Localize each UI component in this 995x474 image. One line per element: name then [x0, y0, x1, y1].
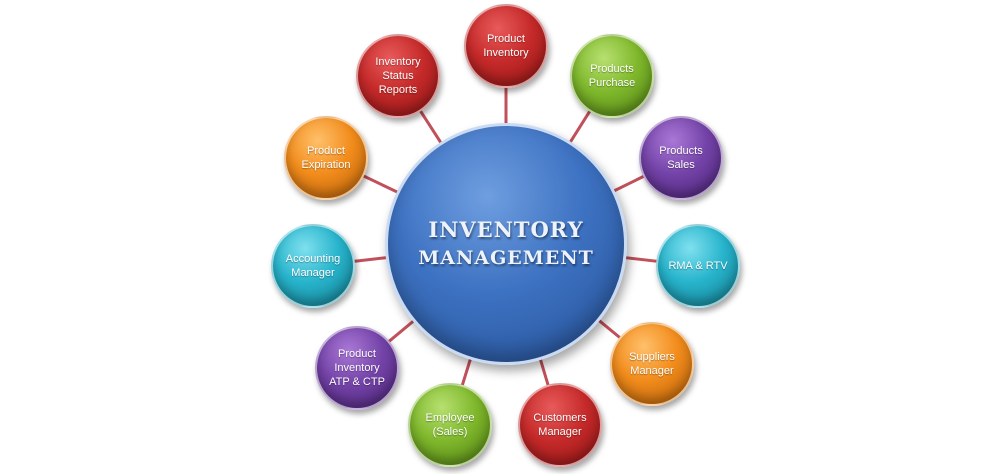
node-label: Products Purchase [588, 63, 636, 89]
node-label: Product Inventory ATP & CTP [329, 348, 385, 388]
connector-line [386, 317, 418, 344]
connector-line [595, 317, 623, 340]
node-customers-manager: Customers Manager [518, 383, 602, 467]
connector-line [567, 109, 592, 146]
node-label: RMA & RTV [668, 260, 728, 272]
node-inventory-status-reports: Inventory Status Reports [356, 34, 440, 118]
center-title-line2: MANAGEMENT [418, 247, 594, 269]
node-employee-sales: Employee (Sales) [408, 383, 492, 467]
center-hub: INVENTORY MANAGEMENT [385, 123, 627, 365]
connector-line [460, 355, 473, 388]
node-product-inventory-atp-ctp: Product Inventory ATP & CTP [315, 326, 399, 410]
connector-line [418, 108, 444, 147]
node-products-purchase: Products Purchase [570, 34, 654, 118]
node-label: Product Inventory [483, 33, 529, 59]
node-suppliers-manager: Suppliers Manager [610, 322, 694, 406]
node-label: Inventory Status Reports [375, 56, 421, 96]
connector-line [610, 174, 646, 194]
node-label: Employee (Sales) [425, 412, 475, 438]
connector-line [352, 255, 390, 263]
connector-line [361, 173, 402, 195]
node-label: Suppliers Manager [629, 351, 675, 377]
node-label: Product Expiration [301, 145, 351, 171]
node-product-inventory: Product Inventory [464, 4, 548, 88]
connector-line [622, 255, 659, 263]
node-products-sales: Products Sales [639, 116, 723, 200]
node-product-expiration: Product Expiration [284, 116, 368, 200]
node-label: Customers Manager [533, 412, 587, 438]
node-label: Products Sales [659, 145, 703, 171]
node-rma-rtv: RMA & RTV [656, 224, 740, 308]
node-label: Accounting Manager [285, 253, 341, 279]
center-title-line1: INVENTORY [428, 217, 584, 242]
node-accounting-manager: Accounting Manager [271, 224, 355, 308]
connector-line [538, 355, 551, 388]
